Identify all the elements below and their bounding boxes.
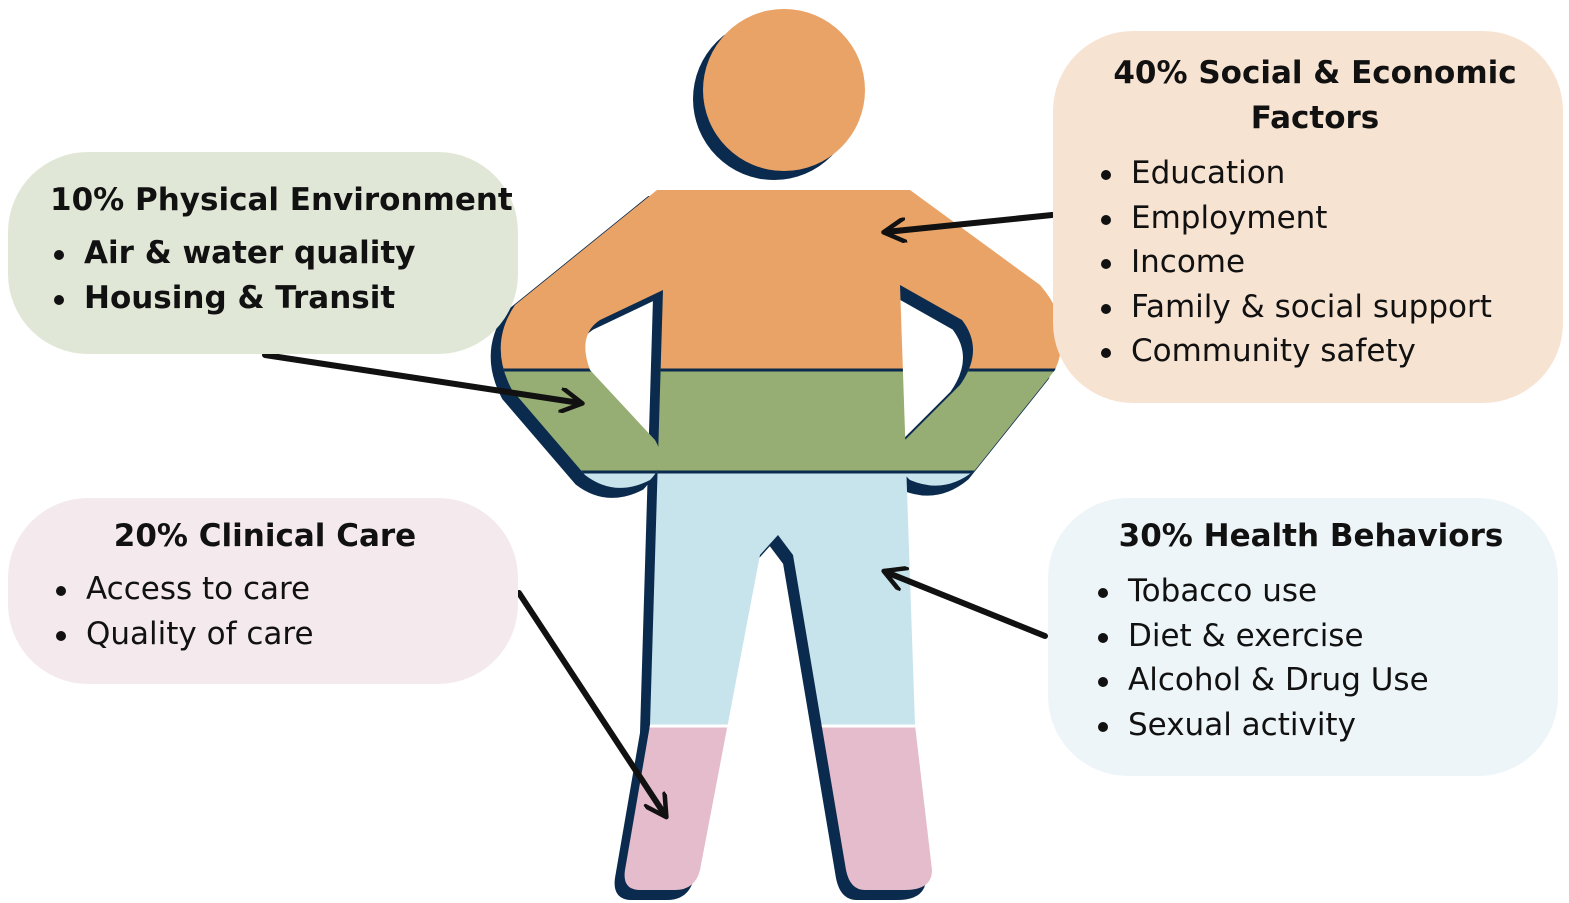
list-item: Tobacco use [1094,569,1558,614]
list-item: Employment [1097,196,1563,241]
list-item: Air & water quality [50,231,518,276]
arrow-social [886,212,1055,232]
box-title: 40% Social & Economic Factors [1113,55,1517,136]
arrow-clinical [516,590,665,815]
band-clinical [500,726,1063,890]
box-title: 10% Physical Environment [50,182,513,218]
list-item: Access to care [52,567,518,612]
list-item: Housing & Transit [50,276,518,321]
arrow-physical [262,352,580,403]
list-item: Family & social support [1097,285,1563,330]
list-item: Quality of care [52,612,518,657]
arrow-behaviors [886,572,1048,639]
list-item: Education [1097,151,1563,196]
band-social [500,190,1063,370]
physical-environment-box: 10% Physical Environment Air & water qua… [8,152,518,354]
box-title: 30% Health Behaviors [1118,518,1504,554]
list-item: Income [1097,240,1563,285]
box-title: 20% Clinical Care [113,518,417,554]
list-item: Community safety [1097,329,1563,374]
list-item: Sexual activity [1094,703,1558,748]
list-item: Alcohol & Drug Use [1094,658,1558,703]
list-item: Diet & exercise [1094,614,1558,659]
band-physical [500,370,1063,472]
figure-head [703,9,865,171]
